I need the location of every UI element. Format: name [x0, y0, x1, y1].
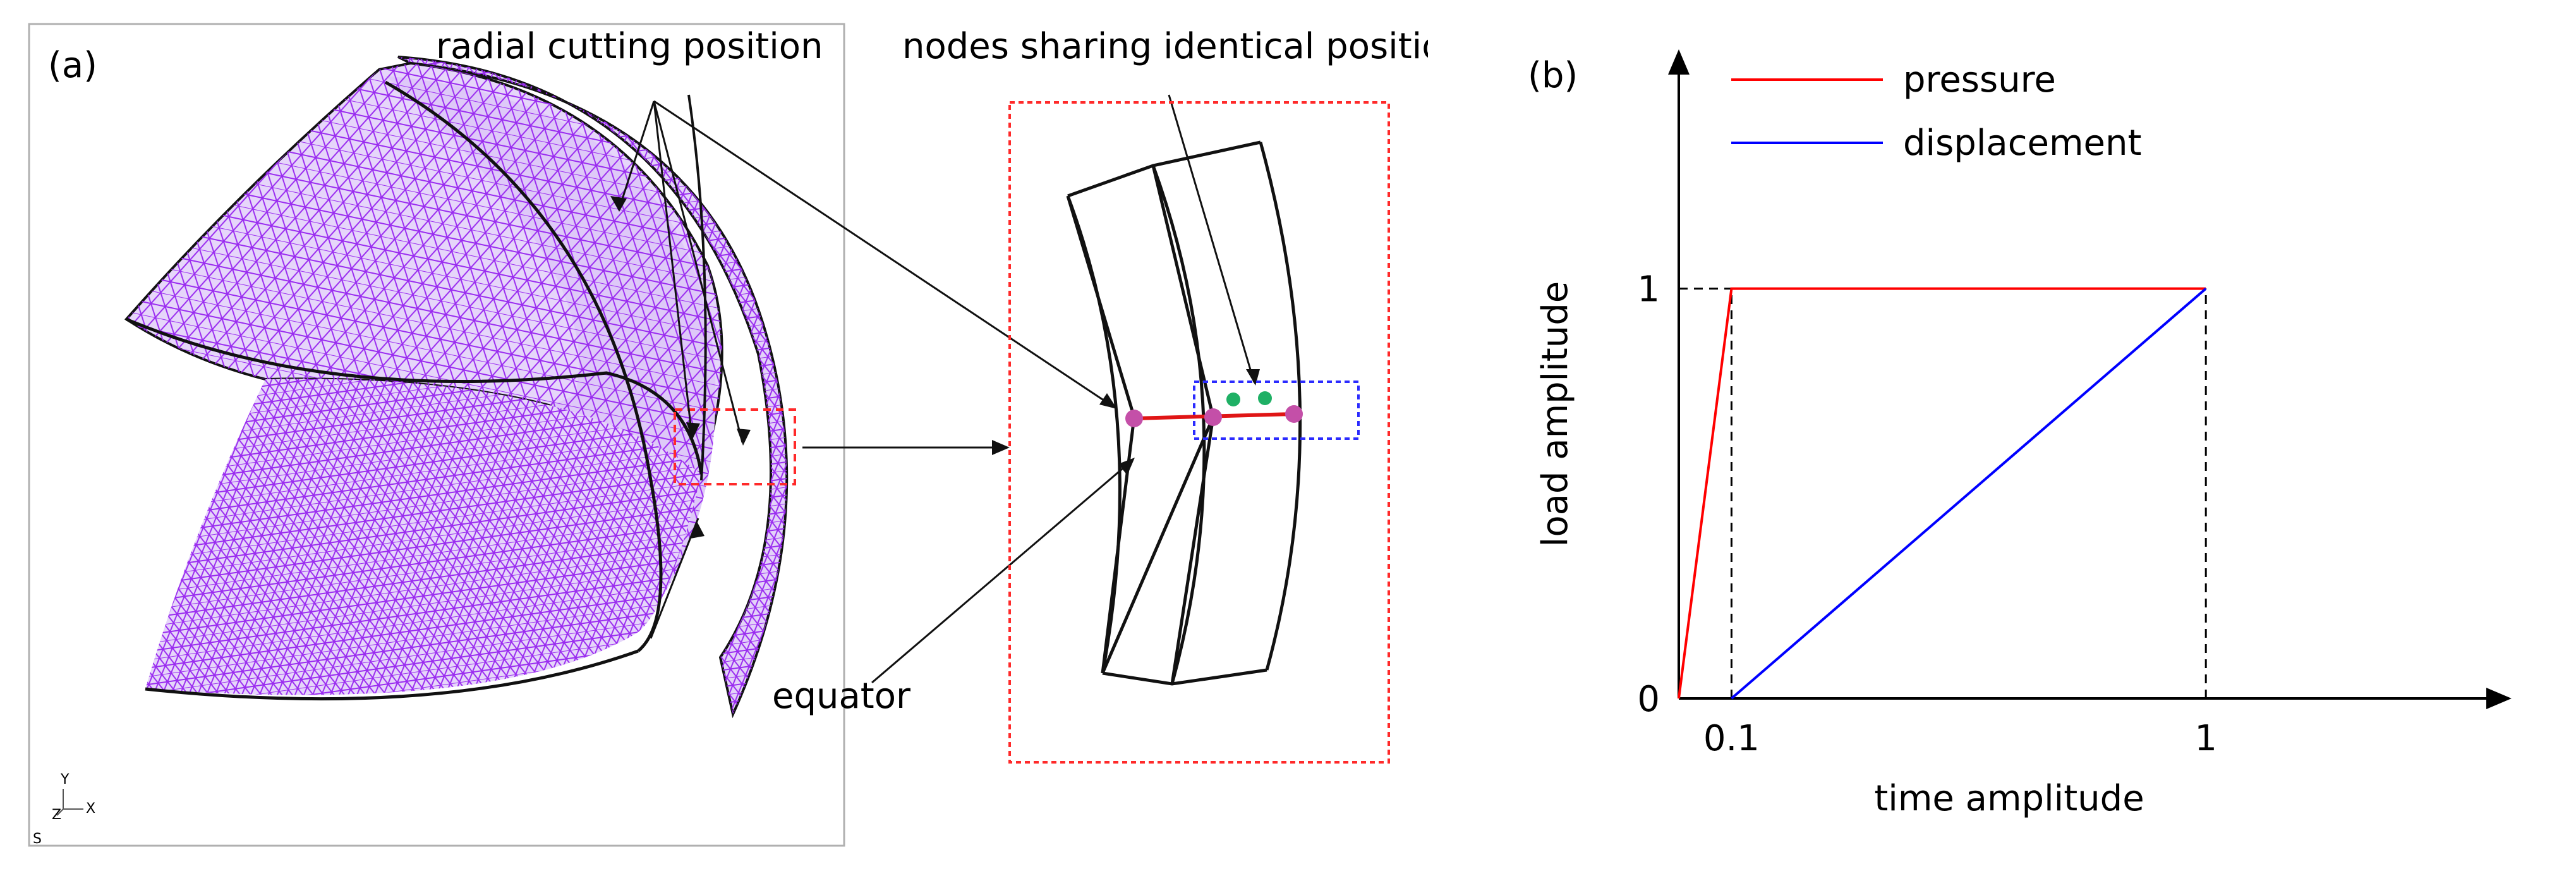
x-axis-label: time amplitude: [1874, 778, 2144, 819]
panel-a-label: (a): [48, 45, 97, 86]
annotation-arrows: [618, 94, 1255, 684]
cut-boundary-curve: [126, 317, 703, 475]
legend-pressure-label: pressure: [1903, 59, 2056, 100]
panel-b-chart: (b) pressure displacement 0.1 1 0 1 time am…: [1528, 49, 2512, 819]
y-axis-label: load amplitude: [1535, 281, 1576, 547]
shared-node-marker: [1226, 393, 1240, 406]
series-line-pressure: [1678, 287, 2206, 699]
legend-displacement-label: displacement: [1903, 123, 2141, 164]
meshed-sphere-section: [124, 56, 789, 719]
y-tick-label: 0: [1637, 679, 1660, 720]
node-marker: [1125, 410, 1143, 427]
x-tick-label: 1: [2194, 718, 2217, 759]
lower-face-mesh: [145, 379, 701, 695]
nodes-sharing-label: nodes sharing identical positions: [902, 26, 1428, 67]
axis-z-label: Z: [52, 807, 61, 823]
shared-node-box: [1193, 381, 1360, 440]
axis-x-label: X: [86, 801, 95, 817]
radial-cutting-label: radial cutting position: [436, 26, 823, 67]
y-tick-label: 1: [1637, 269, 1660, 310]
series-line-displacement: [1731, 288, 2207, 700]
outer-shell-mesh: [398, 57, 787, 714]
panel-a: Y X Z S (a) radial cutting position node…: [28, 23, 1428, 847]
equator-inner-curve: [687, 94, 707, 481]
x-tick-label: 0.1: [1703, 718, 1760, 759]
x-axis-arrow: [2486, 688, 2512, 709]
detail-box: [1008, 101, 1390, 764]
node-marker: [1204, 408, 1222, 426]
panel-b-label: (b): [1528, 55, 1578, 96]
corner-s-label: S: [33, 831, 42, 847]
axis-y-label: Y: [60, 772, 70, 788]
equator-label: equator: [772, 676, 911, 717]
coordinate-triad: [56, 789, 83, 816]
figure-frame: [28, 23, 845, 847]
lower-boundary-curve: [145, 649, 639, 701]
arrow-heads: [610, 196, 1260, 539]
zoom-region-box: [674, 408, 796, 485]
node-marker: [1285, 405, 1303, 423]
meridian-curve: [384, 80, 663, 652]
shared-node-marker: [1258, 391, 1272, 405]
y-axis-arrow: [1668, 49, 1690, 75]
